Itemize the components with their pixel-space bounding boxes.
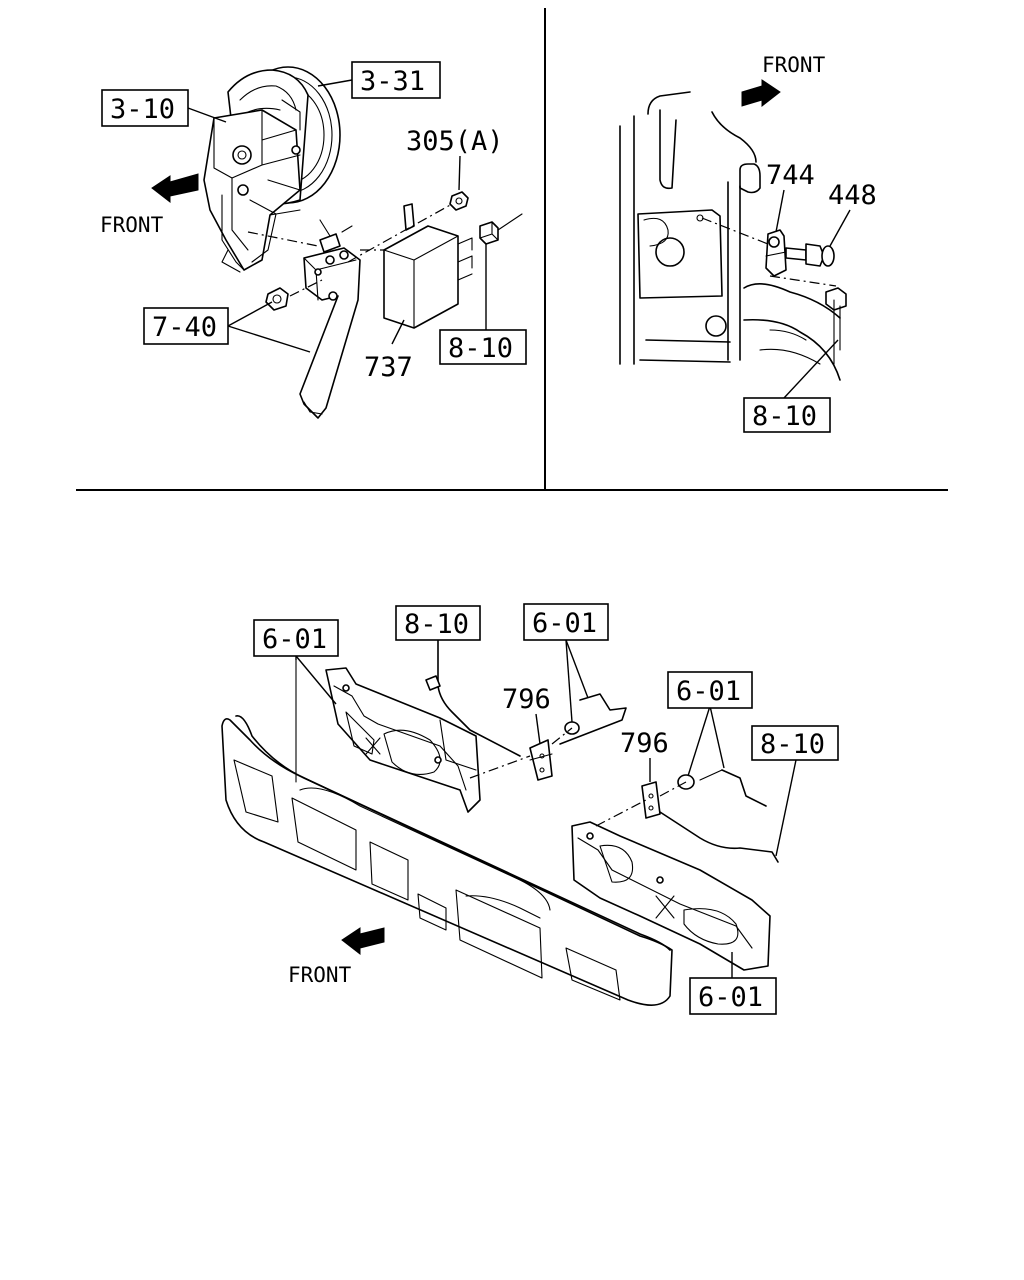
front-label: FRONT xyxy=(288,963,352,987)
nut-305a xyxy=(449,191,469,211)
harness-right xyxy=(659,769,779,863)
callout-6-01-a: 6-01 xyxy=(253,619,339,705)
control-unit-737 xyxy=(383,203,473,329)
front-label: FRONT xyxy=(100,213,164,237)
body-panel xyxy=(619,91,841,381)
assembly-lines-tr xyxy=(701,217,837,287)
callout-796-b: 796 xyxy=(620,728,669,782)
sensor-796-left xyxy=(529,739,553,781)
callout-label: 744 xyxy=(766,160,815,191)
callout-8-10-b2: 8-10 xyxy=(751,725,839,857)
callout-305a: 305(A) xyxy=(406,126,504,191)
callout-label: 796 xyxy=(620,728,669,759)
callout-label: 6-01 xyxy=(698,982,763,1013)
callout-744: 744 xyxy=(766,160,815,233)
callout-796-a: 796 xyxy=(502,684,551,745)
bumper-bracket-right xyxy=(571,821,771,971)
callout-label: 8-10 xyxy=(448,333,513,364)
nut-740 xyxy=(265,287,289,311)
callout-8-10-b1: 8-10 xyxy=(395,605,481,641)
sensor-bracket xyxy=(299,219,361,419)
callout-6-01-d: 6-01 xyxy=(689,952,777,1015)
callout-3-10: 3-10 xyxy=(101,89,227,127)
callout-label: 3-31 xyxy=(360,66,425,97)
bolt-448 xyxy=(785,243,835,267)
connector-810-tl xyxy=(479,213,523,245)
callout-6-01-c: 6-01 xyxy=(667,671,753,777)
callout-8-10-tr: 8-10 xyxy=(743,339,839,433)
callout-label: 305(A) xyxy=(406,126,504,157)
assembly-lines-bottom xyxy=(469,727,687,827)
callout-label: 6-01 xyxy=(676,676,741,707)
callout-label: 8-10 xyxy=(760,729,825,760)
panel-top-left: FRONT 3-31 3-10 305(A) 7-40 737 xyxy=(100,61,527,419)
callout-label: 8-10 xyxy=(752,401,817,432)
panel-top-right: FRONT 744 448 8-10 xyxy=(619,53,877,433)
front-arrow-icon xyxy=(151,173,199,204)
callout-label: 737 xyxy=(364,352,413,383)
front-indicator-tr: FRONT xyxy=(741,53,826,108)
sensor-796-right xyxy=(641,781,661,819)
callout-label: 448 xyxy=(828,180,877,211)
bumper-bracket-left xyxy=(325,667,481,813)
front-arrow-icon xyxy=(341,927,385,956)
callout-label: 6-01 xyxy=(532,608,597,639)
panel-bottom: FRONT 6-01 8-10 6-01 796 xyxy=(221,603,839,1015)
callout-label: 8-10 xyxy=(404,609,469,640)
callout-label: 3-10 xyxy=(110,94,175,125)
front-arrow-icon xyxy=(741,79,781,108)
callout-6-01-b: 6-01 xyxy=(523,603,609,723)
front-indicator-bottom: FRONT xyxy=(288,927,385,987)
assembly-lines-tl xyxy=(247,203,453,297)
callout-label: 6-01 xyxy=(262,624,327,655)
sensor-744 xyxy=(696,214,787,277)
callout-448: 448 xyxy=(828,180,877,247)
callout-737: 737 xyxy=(364,319,413,383)
callout-label: 7-40 xyxy=(152,312,217,343)
harness-left xyxy=(425,639,521,757)
panel-dividers xyxy=(76,8,948,491)
pedal-bracket xyxy=(203,99,301,273)
front-bumper xyxy=(221,659,673,1006)
callout-8-10-tl: 8-10 xyxy=(439,244,527,365)
connector-810-tr xyxy=(825,287,847,365)
front-indicator-tl: FRONT xyxy=(100,173,199,237)
front-label: FRONT xyxy=(762,53,826,77)
callout-label: 796 xyxy=(502,684,551,715)
callout-3-31: 3-31 xyxy=(317,61,441,99)
callout-7-40: 7-40 xyxy=(143,301,311,353)
